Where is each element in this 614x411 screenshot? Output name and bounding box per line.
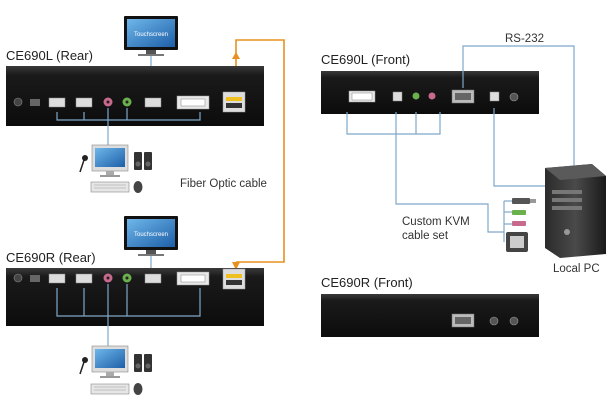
kvm-cable-path xyxy=(395,134,504,233)
mouse-icon xyxy=(133,383,143,395)
rs232-cable xyxy=(462,45,575,166)
kvm-cable-connectors xyxy=(503,198,536,252)
mouse-icon xyxy=(133,181,143,193)
ce690r-front-title: CE690R (Front) xyxy=(321,275,413,290)
kvm-cable-label-2: cable set xyxy=(402,230,449,242)
kvm-cable-label-1: Custom KVM xyxy=(402,216,470,228)
fiber-optic-cable xyxy=(235,39,285,263)
front-port-bracket xyxy=(346,112,441,135)
microphone-icon xyxy=(79,155,88,173)
touchscreen-label-r: Touchscreen xyxy=(134,232,168,238)
monitor-icon xyxy=(91,345,129,378)
touchscreen-monitor-r: Touchscreen xyxy=(124,216,178,256)
microphone-icon xyxy=(79,357,88,375)
speakers-icon xyxy=(134,354,152,372)
keyboard-icon xyxy=(90,181,130,193)
touchscreen-label-l: Touchscreen xyxy=(134,32,168,38)
usb-cable xyxy=(493,108,545,187)
ce690r-rear-title: CE690R (Rear) xyxy=(6,250,96,265)
ce690l-rear-unit xyxy=(6,66,264,126)
ce690l-front-unit xyxy=(321,71,539,114)
ce690r-rear-unit xyxy=(6,268,264,326)
port-bracket-r xyxy=(56,288,201,317)
port-bracket-l xyxy=(56,112,201,121)
touchscreen-monitor-l: Touchscreen xyxy=(124,16,178,56)
ce690r-front-unit xyxy=(321,294,539,337)
fiber-arrow-up xyxy=(232,52,240,59)
speakers-icon xyxy=(134,152,152,170)
console-peripherals-r xyxy=(79,345,152,395)
keyboard-icon xyxy=(90,383,130,395)
monitor-icon xyxy=(91,144,129,177)
fiber-arrow-down xyxy=(232,262,240,270)
rs232-label: RS-232 xyxy=(505,33,544,45)
local-pc-label: Local PC xyxy=(553,263,600,275)
ce690l-front-title: CE690L (Front) xyxy=(321,52,410,67)
ce690l-rear-title: CE690L (Rear) xyxy=(6,48,93,63)
local-pc xyxy=(545,164,606,258)
fiber-optic-label: Fiber Optic cable xyxy=(180,178,267,190)
console-peripherals-l xyxy=(79,144,152,193)
